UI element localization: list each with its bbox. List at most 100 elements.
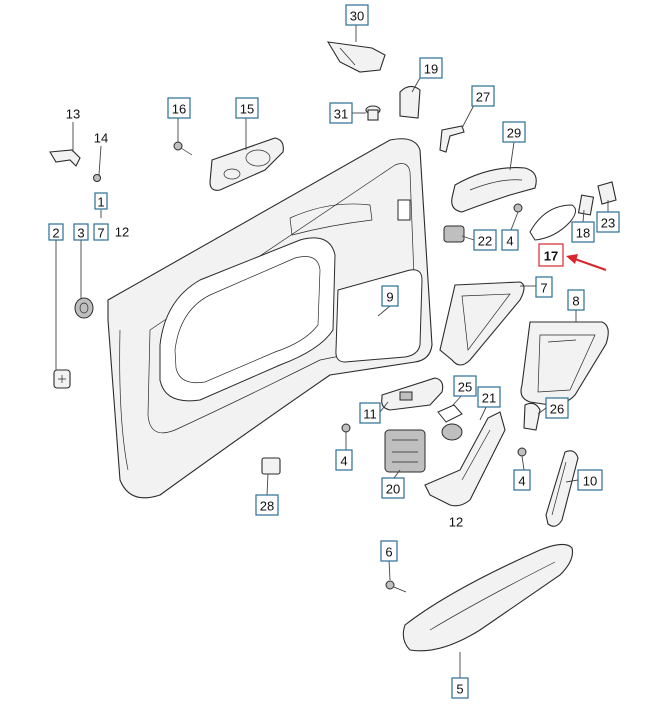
door-trim-panel	[107, 138, 433, 499]
callout-9: 9	[381, 285, 399, 307]
callout-label: 3	[77, 226, 84, 241]
part-25-frame	[437, 404, 463, 423]
part-26-clip	[523, 402, 541, 431]
callout-23: 23	[596, 211, 620, 233]
callout-label: 19	[424, 62, 438, 77]
part-30-bracket	[326, 41, 386, 73]
callout-17-highlighted: 17	[538, 243, 564, 267]
callout-box	[571, 221, 595, 243]
callout-box	[345, 4, 369, 26]
callout-31: 31	[329, 102, 353, 124]
label-14: 14	[94, 131, 108, 146]
callout-label: 2	[52, 226, 59, 241]
callout-box	[359, 402, 381, 424]
part-3-grommet	[74, 297, 94, 319]
callout-box	[255, 494, 279, 516]
part-13-bracket	[49, 149, 81, 167]
callout-label: 5	[456, 682, 463, 697]
part-27-clip	[439, 125, 465, 153]
leader-lines	[55, 25, 609, 678]
callout-1: 1	[94, 192, 108, 210]
part-6-screw	[385, 580, 407, 593]
callout-box	[596, 211, 620, 233]
callout-box	[329, 102, 353, 124]
callout-box	[545, 397, 569, 419]
part-14-screw	[93, 174, 101, 182]
callout-label: 4	[340, 454, 347, 469]
callout-label: 26	[550, 402, 564, 417]
callout-label: 7	[97, 226, 104, 241]
callout-label: 4	[518, 474, 525, 489]
part-28-clip	[261, 457, 281, 475]
callout-label: 22	[478, 234, 492, 249]
callout-box	[453, 375, 477, 397]
callout-11: 11	[359, 402, 381, 424]
callout-6: 6	[380, 540, 398, 562]
callout-label: 28	[260, 499, 274, 514]
part-22-switch	[443, 225, 465, 243]
callout-box	[419, 57, 443, 79]
callout-29: 29	[502, 121, 526, 143]
callout-19: 19	[419, 57, 443, 79]
part-7-trim-frame	[439, 281, 525, 366]
callout-box	[471, 85, 495, 107]
part-16-screw	[173, 141, 193, 156]
callout-15: 15	[235, 97, 259, 119]
callout-label: 9	[386, 290, 393, 305]
callout-5: 5	[451, 677, 469, 699]
part-10-strip	[545, 450, 579, 527]
part-31-clip	[365, 105, 381, 121]
callout-label: 1	[97, 195, 104, 210]
callout-box	[477, 386, 501, 408]
callout-label: 25	[458, 380, 472, 395]
part-8-trim-frame	[520, 321, 609, 406]
callout-30: 30	[345, 4, 369, 26]
part-15-bracket	[209, 137, 284, 191]
callout-7: 7	[535, 276, 553, 298]
callout-box	[94, 192, 108, 210]
callout-label: 18	[576, 226, 590, 241]
callout-label: 7	[540, 281, 547, 296]
callout-25: 25	[453, 375, 477, 397]
callout-label: 4	[506, 234, 513, 249]
callout-box	[473, 229, 497, 251]
callout-label: 21	[482, 391, 496, 406]
callout-label: 17	[544, 249, 558, 264]
callout-28: 28	[255, 494, 279, 516]
part-17-cover	[529, 204, 576, 241]
callout-box	[567, 289, 585, 311]
callout-box	[48, 223, 64, 241]
part-11-switch-housing	[381, 377, 444, 411]
callout-box	[335, 449, 353, 471]
label-12: 12	[115, 225, 129, 240]
callout-label: 10	[583, 474, 597, 489]
callout-box	[538, 243, 564, 267]
callout-label: 29	[507, 126, 521, 141]
callout-8: 8	[567, 289, 585, 311]
part-20-switch-block	[384, 429, 426, 473]
callout-label: 8	[572, 294, 579, 309]
callout-label: 23	[601, 216, 615, 231]
callout-label: 20	[386, 482, 400, 497]
part-12-armrest-bracket	[424, 411, 506, 507]
callout-22: 22	[473, 229, 497, 251]
callout-label: 27	[476, 90, 490, 105]
part-23-bracket	[597, 181, 617, 205]
callout-box	[380, 540, 398, 562]
callout-3: 3	[73, 223, 89, 241]
callout-box	[535, 276, 553, 298]
callout-27: 27	[471, 85, 495, 107]
callout-4: 4	[335, 449, 353, 471]
callout-21: 21	[477, 386, 501, 408]
label-13: 13	[66, 107, 80, 122]
callout-label: 6	[385, 545, 392, 560]
callout-20: 20	[381, 477, 405, 499]
callout-box	[93, 223, 109, 241]
callout-box	[501, 229, 519, 251]
callout-16: 16	[167, 97, 191, 119]
callout-10: 10	[577, 469, 603, 491]
part-21-switch	[441, 423, 463, 441]
